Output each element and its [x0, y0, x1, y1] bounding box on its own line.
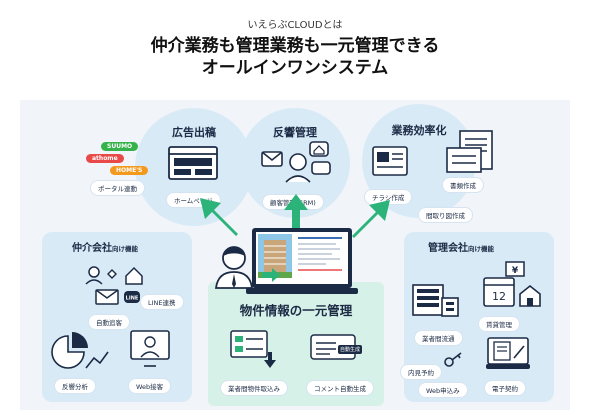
- manager-box-title: 管理会社向け機能: [428, 243, 494, 254]
- line-contact-icon: LINE: [85, 266, 143, 305]
- chart-icon: [51, 332, 109, 369]
- document-icon: [446, 130, 493, 173]
- manager-item-distribution: 業者間流通: [414, 330, 463, 346]
- suumo-badge: SUUMO: [101, 142, 139, 151]
- broker-item-followup: 自動追客: [88, 314, 130, 330]
- chat-icon: [261, 141, 331, 183]
- efficiency-circle-title: 業務効率化: [391, 124, 447, 137]
- broker-item-webservice: Web接客: [128, 378, 172, 394]
- manager-item-rental: 賃貸管理: [478, 316, 520, 332]
- ad-circle-title: 広告出稿: [172, 126, 216, 139]
- key-icon: [444, 352, 462, 367]
- manager-item-webapply: Web申込み: [418, 382, 468, 398]
- laptop-icon: [246, 228, 358, 294]
- page-eyebrow: いえらぶCLOUDとは: [247, 20, 343, 31]
- monitor-icon: [130, 330, 170, 367]
- page-title-line2: オールインワンシステム: [201, 58, 389, 78]
- manager-item-viewing: 内見予約: [400, 364, 442, 380]
- e-contract-icon: [486, 337, 530, 369]
- svg-text:LINE: LINE: [126, 296, 139, 302]
- auto-generate-badge: 自動生成: [338, 345, 363, 354]
- response-circle-title: 反響管理: [273, 126, 317, 139]
- broker-item-analysis: 反響分析: [54, 378, 96, 394]
- homes-badge: HOME'S: [110, 166, 149, 175]
- athome-badge: athome: [86, 154, 124, 163]
- manager-item-econtract: 電子契約: [484, 380, 526, 396]
- page-title-line1: 仲介業務も管理業務も一元管理できる: [150, 36, 440, 56]
- efficiency-item-floorplan: 間取り図作成: [418, 207, 473, 223]
- svg-text:12: 12: [492, 290, 506, 303]
- svg-text:¥: ¥: [512, 266, 519, 276]
- efficiency-item-documents: 書類作成: [442, 177, 484, 193]
- ad-item-portal: ポータル連動: [90, 180, 145, 196]
- flyer-icon: [372, 146, 408, 176]
- center-box-title: 物件情報の一元管理: [239, 303, 353, 318]
- center-item-comment: コメント自動生成: [306, 380, 374, 396]
- building-icon: [412, 284, 459, 317]
- user-icon: [214, 246, 254, 289]
- browser-icon: [168, 146, 218, 180]
- broker-box-title: 仲介会社向け機能: [72, 243, 138, 254]
- arrow-right-icon: [262, 268, 280, 282]
- calendar-icon: ¥ 12: [483, 261, 541, 307]
- broker-item-line: LINE連携: [140, 294, 184, 310]
- center-item-import: 業者間物件取込み: [220, 380, 288, 396]
- import-icon: [230, 330, 276, 368]
